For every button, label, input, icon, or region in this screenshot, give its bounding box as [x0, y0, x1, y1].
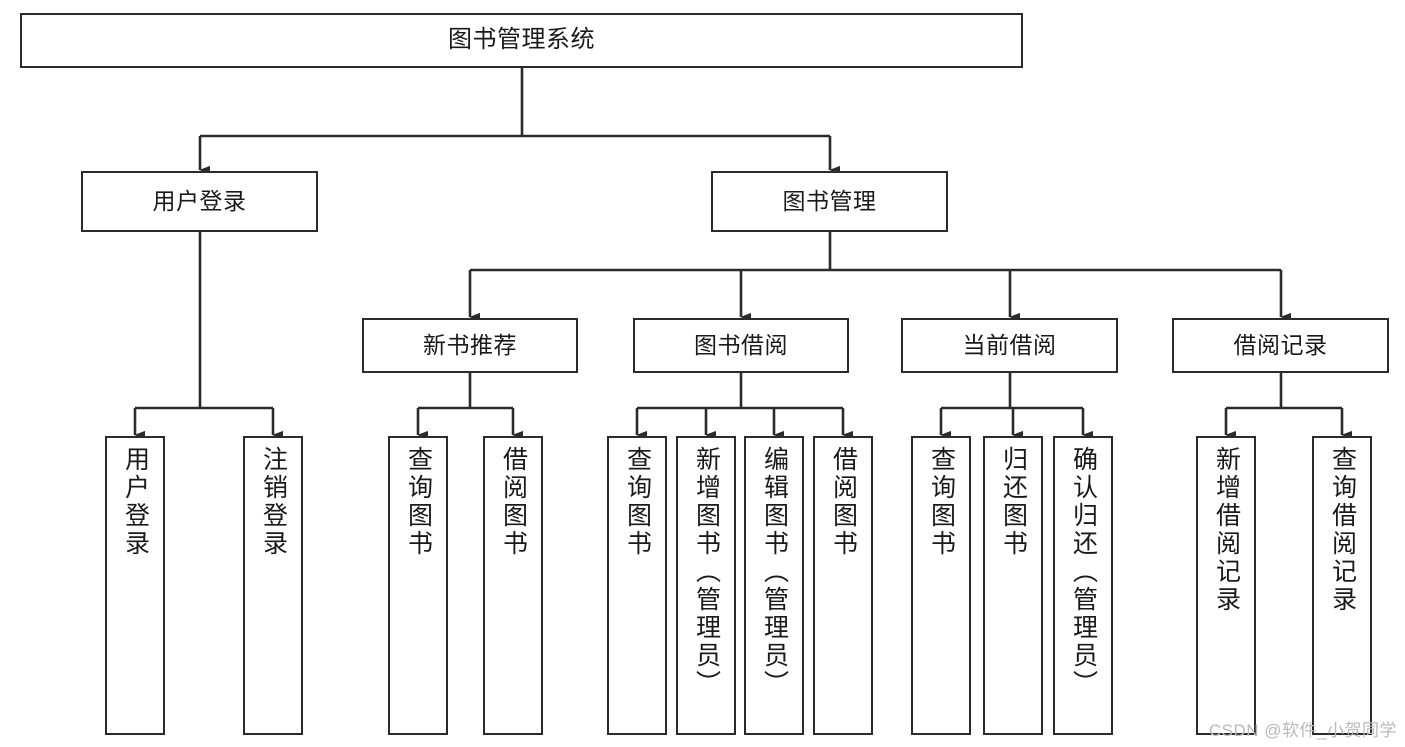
node-label: 编辑图书（管理员） — [760, 446, 789, 698]
node-label: 归还图书 — [999, 446, 1028, 558]
edge-layer — [133, 68, 1353, 440]
node-label: 借阅记录 — [1233, 331, 1328, 358]
node-leaf5[interactable]: 查询图书 — [607, 436, 667, 735]
node-newbook[interactable]: 新书推荐 — [362, 318, 578, 373]
node-label: 查询借阅记录 — [1328, 446, 1357, 614]
node-label: 查询图书 — [623, 446, 652, 558]
node-label: 新增图书（管理员） — [692, 446, 721, 698]
node-leaf3[interactable]: 查询图书 — [388, 436, 448, 735]
node-leaf11[interactable]: 确认归还（管理员） — [1053, 436, 1113, 735]
node-leaf12[interactable]: 新增借阅记录 — [1196, 436, 1256, 735]
node-label: 注销登录 — [259, 446, 288, 558]
node-label: 用户登录 — [121, 446, 150, 558]
node-label: 当前借阅 — [962, 331, 1057, 358]
node-label: 新书推荐 — [423, 331, 517, 358]
node-current[interactable]: 当前借阅 — [901, 318, 1118, 373]
node-label: 图书管理 — [782, 187, 877, 214]
node-leaf6[interactable]: 新增图书（管理员） — [676, 436, 736, 735]
node-leaf1[interactable]: 用户登录 — [105, 436, 165, 735]
node-leaf7[interactable]: 编辑图书（管理员） — [744, 436, 804, 735]
node-login[interactable]: 用户登录 — [81, 171, 318, 232]
node-leaf10[interactable]: 归还图书 — [983, 436, 1043, 735]
node-label: 查询图书 — [404, 446, 433, 558]
node-root[interactable]: 图书管理系统 — [20, 13, 1023, 68]
node-label: 新增借阅记录 — [1212, 446, 1241, 614]
node-leaf9[interactable]: 查询图书 — [911, 436, 971, 735]
node-label: 借阅图书 — [829, 446, 858, 558]
node-leaf4[interactable]: 借阅图书 — [483, 436, 543, 735]
node-bookmgr[interactable]: 图书管理 — [711, 171, 948, 232]
watermark-text: CSDN @软件_小贺同学 — [1208, 721, 1397, 740]
node-label: 图书管理系统 — [448, 26, 595, 54]
node-leaf2[interactable]: 注销登录 — [243, 436, 303, 735]
node-leaf8[interactable]: 借阅图书 — [813, 436, 873, 735]
node-label: 查询图书 — [927, 446, 956, 558]
node-label: 图书借阅 — [694, 331, 788, 358]
node-leaf13[interactable]: 查询借阅记录 — [1312, 436, 1372, 735]
node-records[interactable]: 借阅记录 — [1172, 318, 1389, 373]
node-label: 借阅图书 — [499, 446, 528, 558]
node-label: 用户登录 — [152, 187, 247, 214]
node-label: 确认归还（管理员） — [1069, 446, 1098, 698]
node-borrow[interactable]: 图书借阅 — [633, 318, 849, 373]
